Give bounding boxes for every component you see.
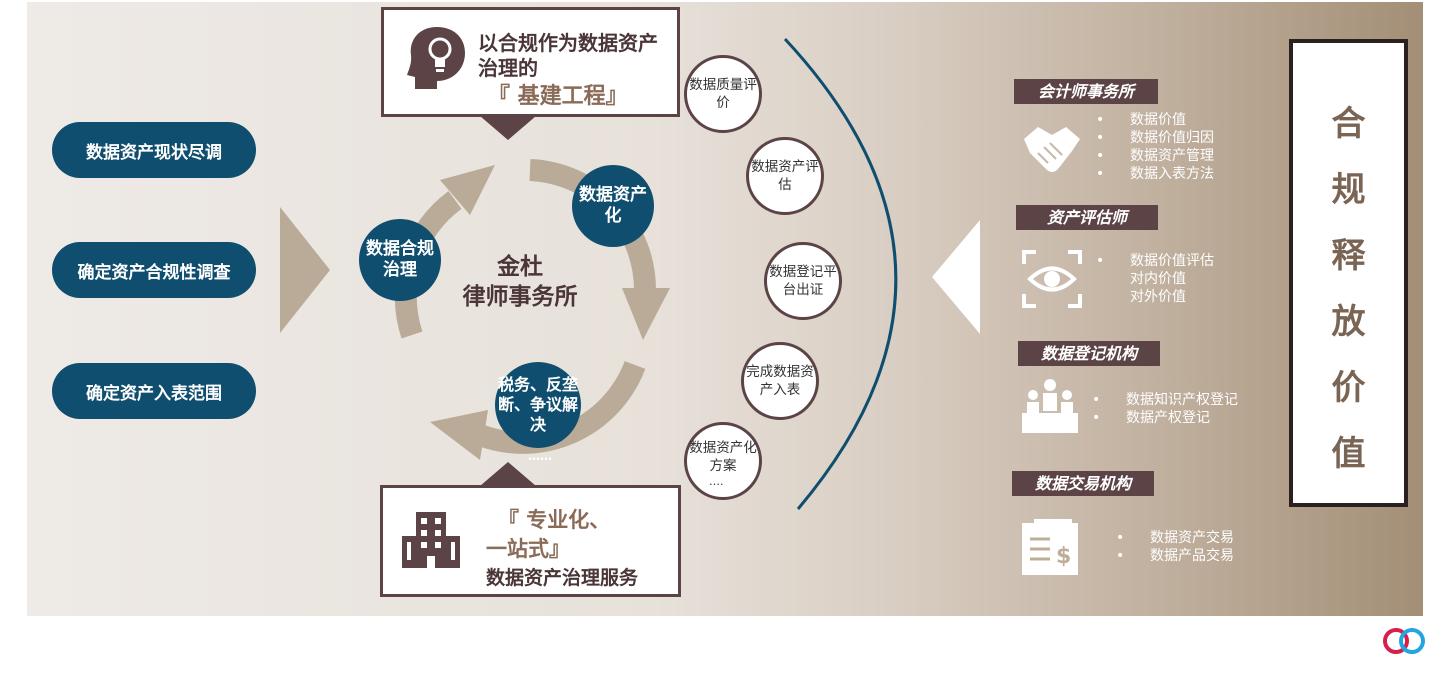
tag-asset-appraiser: 资产评估师	[1016, 205, 1158, 230]
pill-due-diligence: 数据资产现状尽调	[52, 122, 256, 178]
list-item: 数据产权登记	[1092, 409, 1238, 427]
people-podium-icon	[1022, 379, 1078, 433]
arc-item-registration-certificate: 数据登记平台出证	[764, 242, 842, 320]
node-compliance-governance: 数据合规治理	[359, 219, 441, 301]
top-callout-line-1: 以合规作为数据资产	[478, 31, 658, 55]
center-firm-name: 金杜 律师事务所	[440, 252, 600, 312]
tag-accounting-firm: 会计师事务所	[1014, 79, 1158, 104]
tag-trading-agency: 数据交易机构	[1012, 471, 1154, 496]
title-char: 值	[1331, 434, 1366, 474]
logo-rings-icon	[1383, 628, 1425, 654]
arc-item-assetization-plan-label: 数据资产化方案	[689, 440, 757, 474]
bottom-callout-line-3: 数据资产治理服务	[486, 567, 639, 589]
document-money-icon: $	[1022, 519, 1078, 575]
node-data-assetization: 数据资产化	[572, 165, 654, 247]
center-line-1: 金杜	[497, 254, 543, 280]
list-item: 数据价值评估	[1096, 252, 1214, 270]
right-chevron-arrow	[280, 207, 330, 333]
title-char: 合	[1331, 104, 1366, 144]
bottom-callout-line-2: 一站式』	[486, 537, 570, 561]
compliance-value-title: 合 规 释 放 价 值	[1293, 91, 1404, 487]
bottom-callout-line-1: 『 专业化、	[498, 508, 611, 532]
title-char: 放	[1331, 302, 1366, 342]
title-char: 释	[1331, 236, 1366, 276]
list-item: 对内价值	[1130, 271, 1186, 287]
node-ellipsis: ……	[528, 449, 552, 463]
arc-item-assetization-plan: 数据资产化方案 ….	[684, 422, 762, 500]
node-tax-antitrust-dispute: 税务、反垄断、争议解决	[495, 362, 581, 448]
list-item: 数据入表方法	[1096, 165, 1214, 183]
list-item: 数据价值归因	[1096, 129, 1214, 147]
arc-ellipsis: ….	[709, 475, 724, 488]
list-item: 对外价值	[1130, 289, 1186, 305]
list-item: 数据资产管理	[1096, 147, 1214, 165]
pill-scope: 确定资产入表范围	[52, 363, 256, 419]
arc-item-quality-evaluation: 数据质量评价	[684, 55, 762, 133]
list-accounting-firm: 数据价值 数据价值归因 数据资产管理 数据入表方法	[1096, 111, 1214, 183]
arc-line	[783, 37, 898, 510]
eye-scan-icon	[1022, 250, 1082, 308]
building-icon	[402, 512, 460, 568]
list-trading-agency: 数据资产交易 数据产品交易	[1116, 529, 1234, 565]
compliance-value-box: 合 规 释 放 价 值	[1289, 39, 1408, 507]
svg-text:$: $	[1056, 544, 1071, 569]
head-lightbulb-icon	[407, 27, 465, 89]
handshake-icon	[1024, 127, 1080, 172]
top-callout-pointer	[480, 116, 536, 140]
tag-registration-agency: 数据登记机构	[1018, 341, 1160, 366]
pill-compliance-check: 确定资产合规性调查	[52, 242, 256, 298]
arc-item-asset-appraisal: 数据资产评估	[746, 137, 824, 215]
arc-item-balance-sheet-entry: 完成数据资产入表	[741, 342, 819, 420]
list-item: 数据知识产权登记	[1092, 391, 1238, 409]
list-item: 数据资产交易	[1116, 529, 1234, 547]
top-callout-line-3: 『 基建工程』	[488, 84, 628, 109]
title-char: 价	[1331, 368, 1366, 408]
title-char: 规	[1331, 170, 1366, 210]
list-item: 数据价值	[1096, 111, 1214, 129]
left-pointer-triangle	[932, 220, 980, 334]
list-asset-appraiser: 数据价值评估 对内价值 对外价值	[1096, 252, 1214, 306]
list-registration-agency: 数据知识产权登记 数据产权登记	[1092, 391, 1238, 427]
bottom-callout-pointer	[480, 462, 536, 486]
center-line-2: 律师事务所	[462, 284, 578, 310]
top-callout-line-2: 治理的	[478, 56, 538, 80]
list-item: 数据产品交易	[1116, 547, 1234, 565]
